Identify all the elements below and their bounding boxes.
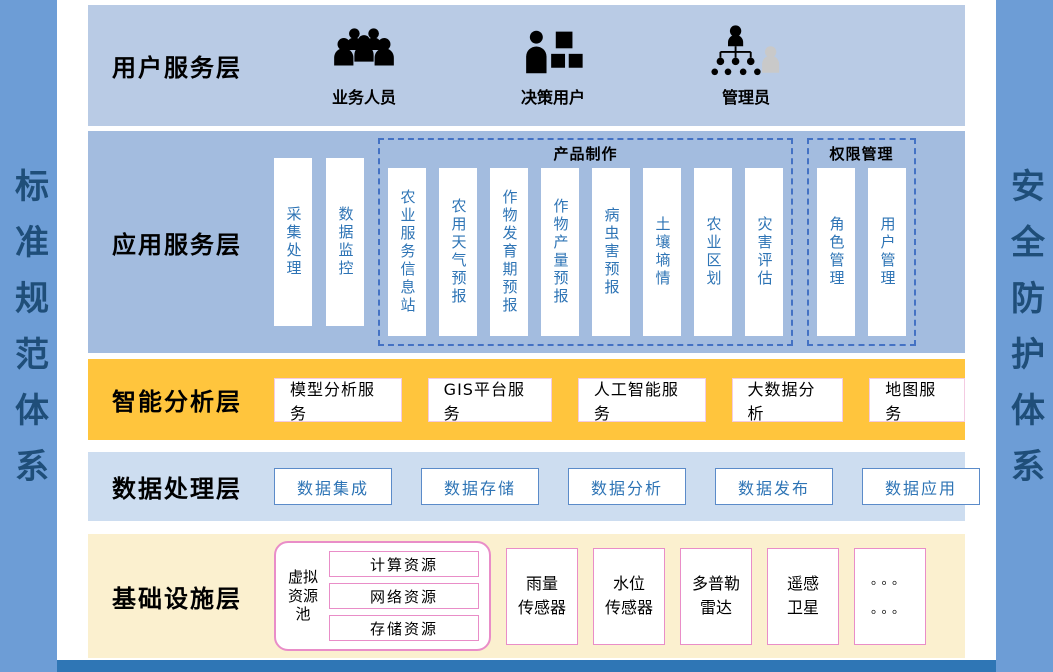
data-item-analysis: 数据分析 — [568, 468, 686, 505]
product-making-items: 农业服务信息站 农用天气预报 作物发育期预报 作物产量预报 病虫害预报 土壤墒情… — [388, 168, 783, 336]
app-item-collection-processing: 采集处理 — [274, 158, 312, 326]
virtual-resource-pool: 虚拟资源池 计算资源 网络资源 存储资源 — [274, 541, 491, 651]
layer-label-user-services: 用户服务层 — [112, 54, 242, 82]
left-sidebar-title: 标准规范体系 — [8, 168, 49, 504]
layer-intelligent-analysis: 智能分析层 模型分析服务 GIS平台服务 人工智能服务 大数据分析 地图服务 — [88, 359, 965, 440]
right-sidebar-title: 安全防护体系 — [1004, 168, 1045, 504]
analysis-item-ai-service: 人工智能服务 — [577, 377, 706, 423]
app-item-crop-yield-forecast: 作物产量预报 — [541, 168, 579, 336]
virtual-resource-pool-label: 虚拟资源池 — [287, 567, 318, 624]
layer-application-services: 应用服务层 采集处理 数据监控 产品制作 农业服务信息站 农用天气预报 作物发育… — [88, 131, 965, 353]
person-with-blocks-icon — [522, 27, 584, 77]
data-item-application: 数据应用 — [862, 468, 980, 505]
group-label-product-making: 产品制作 — [553, 145, 618, 163]
analysis-item-big-data: 大数据分析 — [731, 377, 844, 423]
app-item-soil-moisture: 土壤墒情 — [643, 168, 681, 336]
user-roles: 业务人员 决策用户 — [332, 23, 782, 108]
role-label-business-staff: 业务人员 — [332, 88, 397, 107]
app-item-agri-zoning: 农业区划 — [694, 168, 732, 336]
app-item-agri-service-station: 农业服务信息站 — [388, 168, 426, 336]
device-more-ellipsis: 。。。 。。。 — [854, 547, 926, 645]
layer-infrastructure: 基础设施层 虚拟资源池 计算资源 网络资源 存储资源 雨量 传感器 水位 传感器… — [88, 534, 965, 658]
app-item-role-management: 角色管理 — [817, 168, 855, 336]
device-doppler-radar: 多普勒 雷达 — [680, 547, 752, 645]
analysis-item-model-service: 模型分析服务 — [274, 377, 402, 423]
role-business-staff: 业务人员 — [332, 25, 396, 108]
layer-label-application-services: 应用服务层 — [112, 230, 242, 259]
resource-computing: 计算资源 — [329, 551, 479, 577]
app-item-agri-weather-forecast: 农用天气预报 — [439, 168, 477, 336]
right-sidebar-security: 安全防护体系 — [996, 0, 1053, 672]
layer-label-infrastructure: 基础设施层 — [112, 584, 242, 613]
device-rain-sensor: 雨量 传感器 — [506, 547, 578, 645]
group-label-permission-management: 权限管理 — [829, 145, 894, 163]
permission-management-items: 角色管理 用户管理 — [817, 168, 906, 336]
virtual-resource-pool-items: 计算资源 网络资源 存储资源 — [329, 551, 479, 641]
people-group-icon — [332, 25, 396, 77]
app-item-user-management: 用户管理 — [868, 168, 906, 336]
org-chart-admin-icon — [710, 23, 782, 77]
app-item-disaster-assessment: 灾害评估 — [745, 168, 783, 336]
layer-label-data-processing: 数据处理层 — [112, 475, 242, 503]
layer-label-intelligent-analysis: 智能分析层 — [112, 388, 242, 416]
role-label-administrator: 管理员 — [722, 88, 771, 107]
resource-storage: 存储资源 — [329, 615, 479, 641]
resource-network: 网络资源 — [329, 583, 479, 609]
group-permission-management: 权限管理 角色管理 用户管理 — [807, 138, 916, 346]
app-item-data-monitoring: 数据监控 — [326, 158, 364, 326]
bottom-accent-strip — [57, 660, 996, 672]
app-item-crop-growth-forecast: 作物发育期预报 — [490, 168, 528, 336]
role-decision-user: 决策用户 — [521, 27, 585, 108]
device-remote-sensing-satellite: 遥感 卫星 — [767, 547, 839, 645]
role-administrator: 管理员 — [710, 23, 782, 108]
application-items: 采集处理 数据监控 产品制作 农业服务信息站 农用天气预报 作物发育期预报 作物… — [274, 138, 916, 346]
device-water-level-sensor: 水位 传感器 — [593, 547, 665, 645]
app-item-pest-forecast: 病虫害预报 — [592, 168, 630, 336]
layer-data-processing: 数据处理层 数据集成 数据存储 数据分析 数据发布 数据应用 — [88, 452, 980, 521]
left-sidebar-standards: 标准规范体系 — [0, 0, 57, 672]
layer-user-services: 用户服务层 — [88, 5, 965, 126]
infrastructure-items: 虚拟资源池 计算资源 网络资源 存储资源 雨量 传感器 水位 传感器 多普勒 雷… — [274, 541, 926, 651]
data-item-storage: 数据存储 — [421, 468, 539, 505]
data-item-integration: 数据集成 — [274, 468, 392, 505]
analysis-items: 模型分析服务 GIS平台服务 人工智能服务 大数据分析 地图服务 — [274, 377, 965, 423]
analysis-item-map-service: 地图服务 — [869, 377, 965, 423]
analysis-item-gis-platform: GIS平台服务 — [427, 377, 552, 423]
data-item-publishing: 数据发布 — [715, 468, 833, 505]
data-processing-items: 数据集成 数据存储 数据分析 数据发布 数据应用 — [274, 468, 980, 505]
role-label-decision-user: 决策用户 — [521, 88, 586, 107]
group-product-making: 产品制作 农业服务信息站 农用天气预报 作物发育期预报 作物产量预报 病虫害预报… — [378, 138, 793, 346]
